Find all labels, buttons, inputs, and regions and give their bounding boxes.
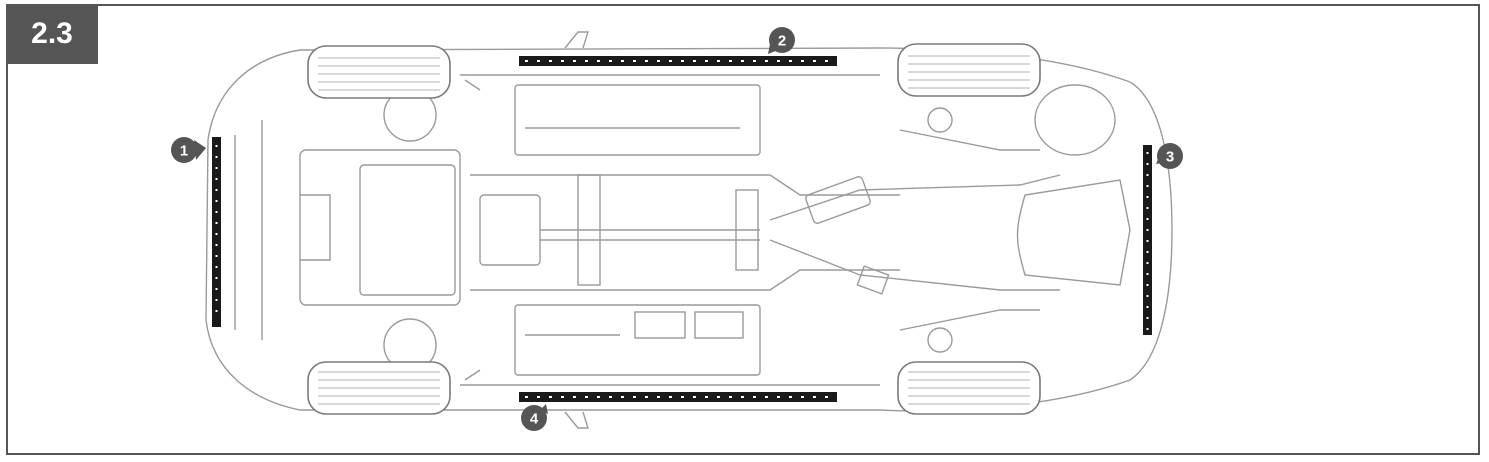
strip-2-left-side: [519, 56, 837, 66]
callout-1: 1: [171, 137, 206, 163]
wheels: [307, 43, 1041, 415]
front-right-wheel: [307, 361, 451, 415]
rear-left-wheel: [897, 43, 1041, 97]
callout-2: 2: [768, 27, 795, 54]
strips: [212, 56, 1152, 402]
car-outline: [205, 31, 1173, 429]
callout-4: 4: [521, 404, 548, 431]
callout-1-label: 1: [180, 143, 188, 160]
strip-1-front: [212, 137, 221, 327]
front-left-wheel: [307, 45, 451, 99]
callout-3: 3: [1156, 143, 1183, 169]
callout-2-label: 2: [778, 33, 786, 50]
figure-number: 2.3: [31, 17, 73, 50]
strip-3-rear: [1143, 145, 1152, 335]
callout-3-label: 3: [1166, 149, 1174, 166]
rear-right-wheel: [897, 361, 1041, 415]
callout-4-label: 4: [530, 411, 539, 428]
strip-4-right-side: [519, 392, 837, 402]
figure-number-tag: 2.3: [6, 4, 98, 64]
